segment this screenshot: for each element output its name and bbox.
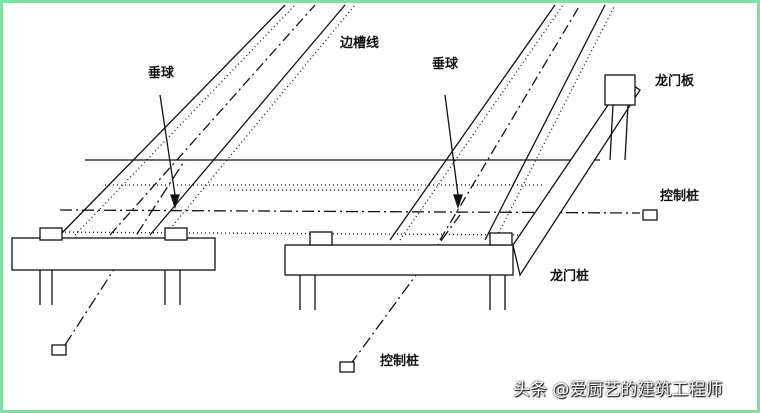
label-batter-post: 龙门桩 — [550, 269, 590, 284]
left-trench — [59, 4, 356, 236]
label-batter-board: 龙门板 — [655, 74, 695, 89]
left-batter-board — [11, 227, 216, 305]
plumb-bob-left-drawing — [159, 94, 180, 210]
right-trench — [389, 4, 616, 241]
label-trench-edge-line: 边槽线 — [340, 36, 380, 51]
label-control-stake-right: 控制桩 — [660, 189, 700, 204]
plumb-bob-right-drawing — [444, 94, 463, 210]
cross-trench — [44, 159, 641, 236]
label-control-stake-bottom: 控制桩 — [380, 354, 420, 369]
label-plumb-bob-left: 垂球 — [148, 66, 175, 81]
watermark: 头条 @爱厨艺的建筑工程师 — [513, 380, 723, 400]
right-batter-board — [284, 74, 641, 310]
control-stakes — [51, 209, 658, 373]
label-plumb-bob-right: 垂球 — [432, 57, 459, 72]
